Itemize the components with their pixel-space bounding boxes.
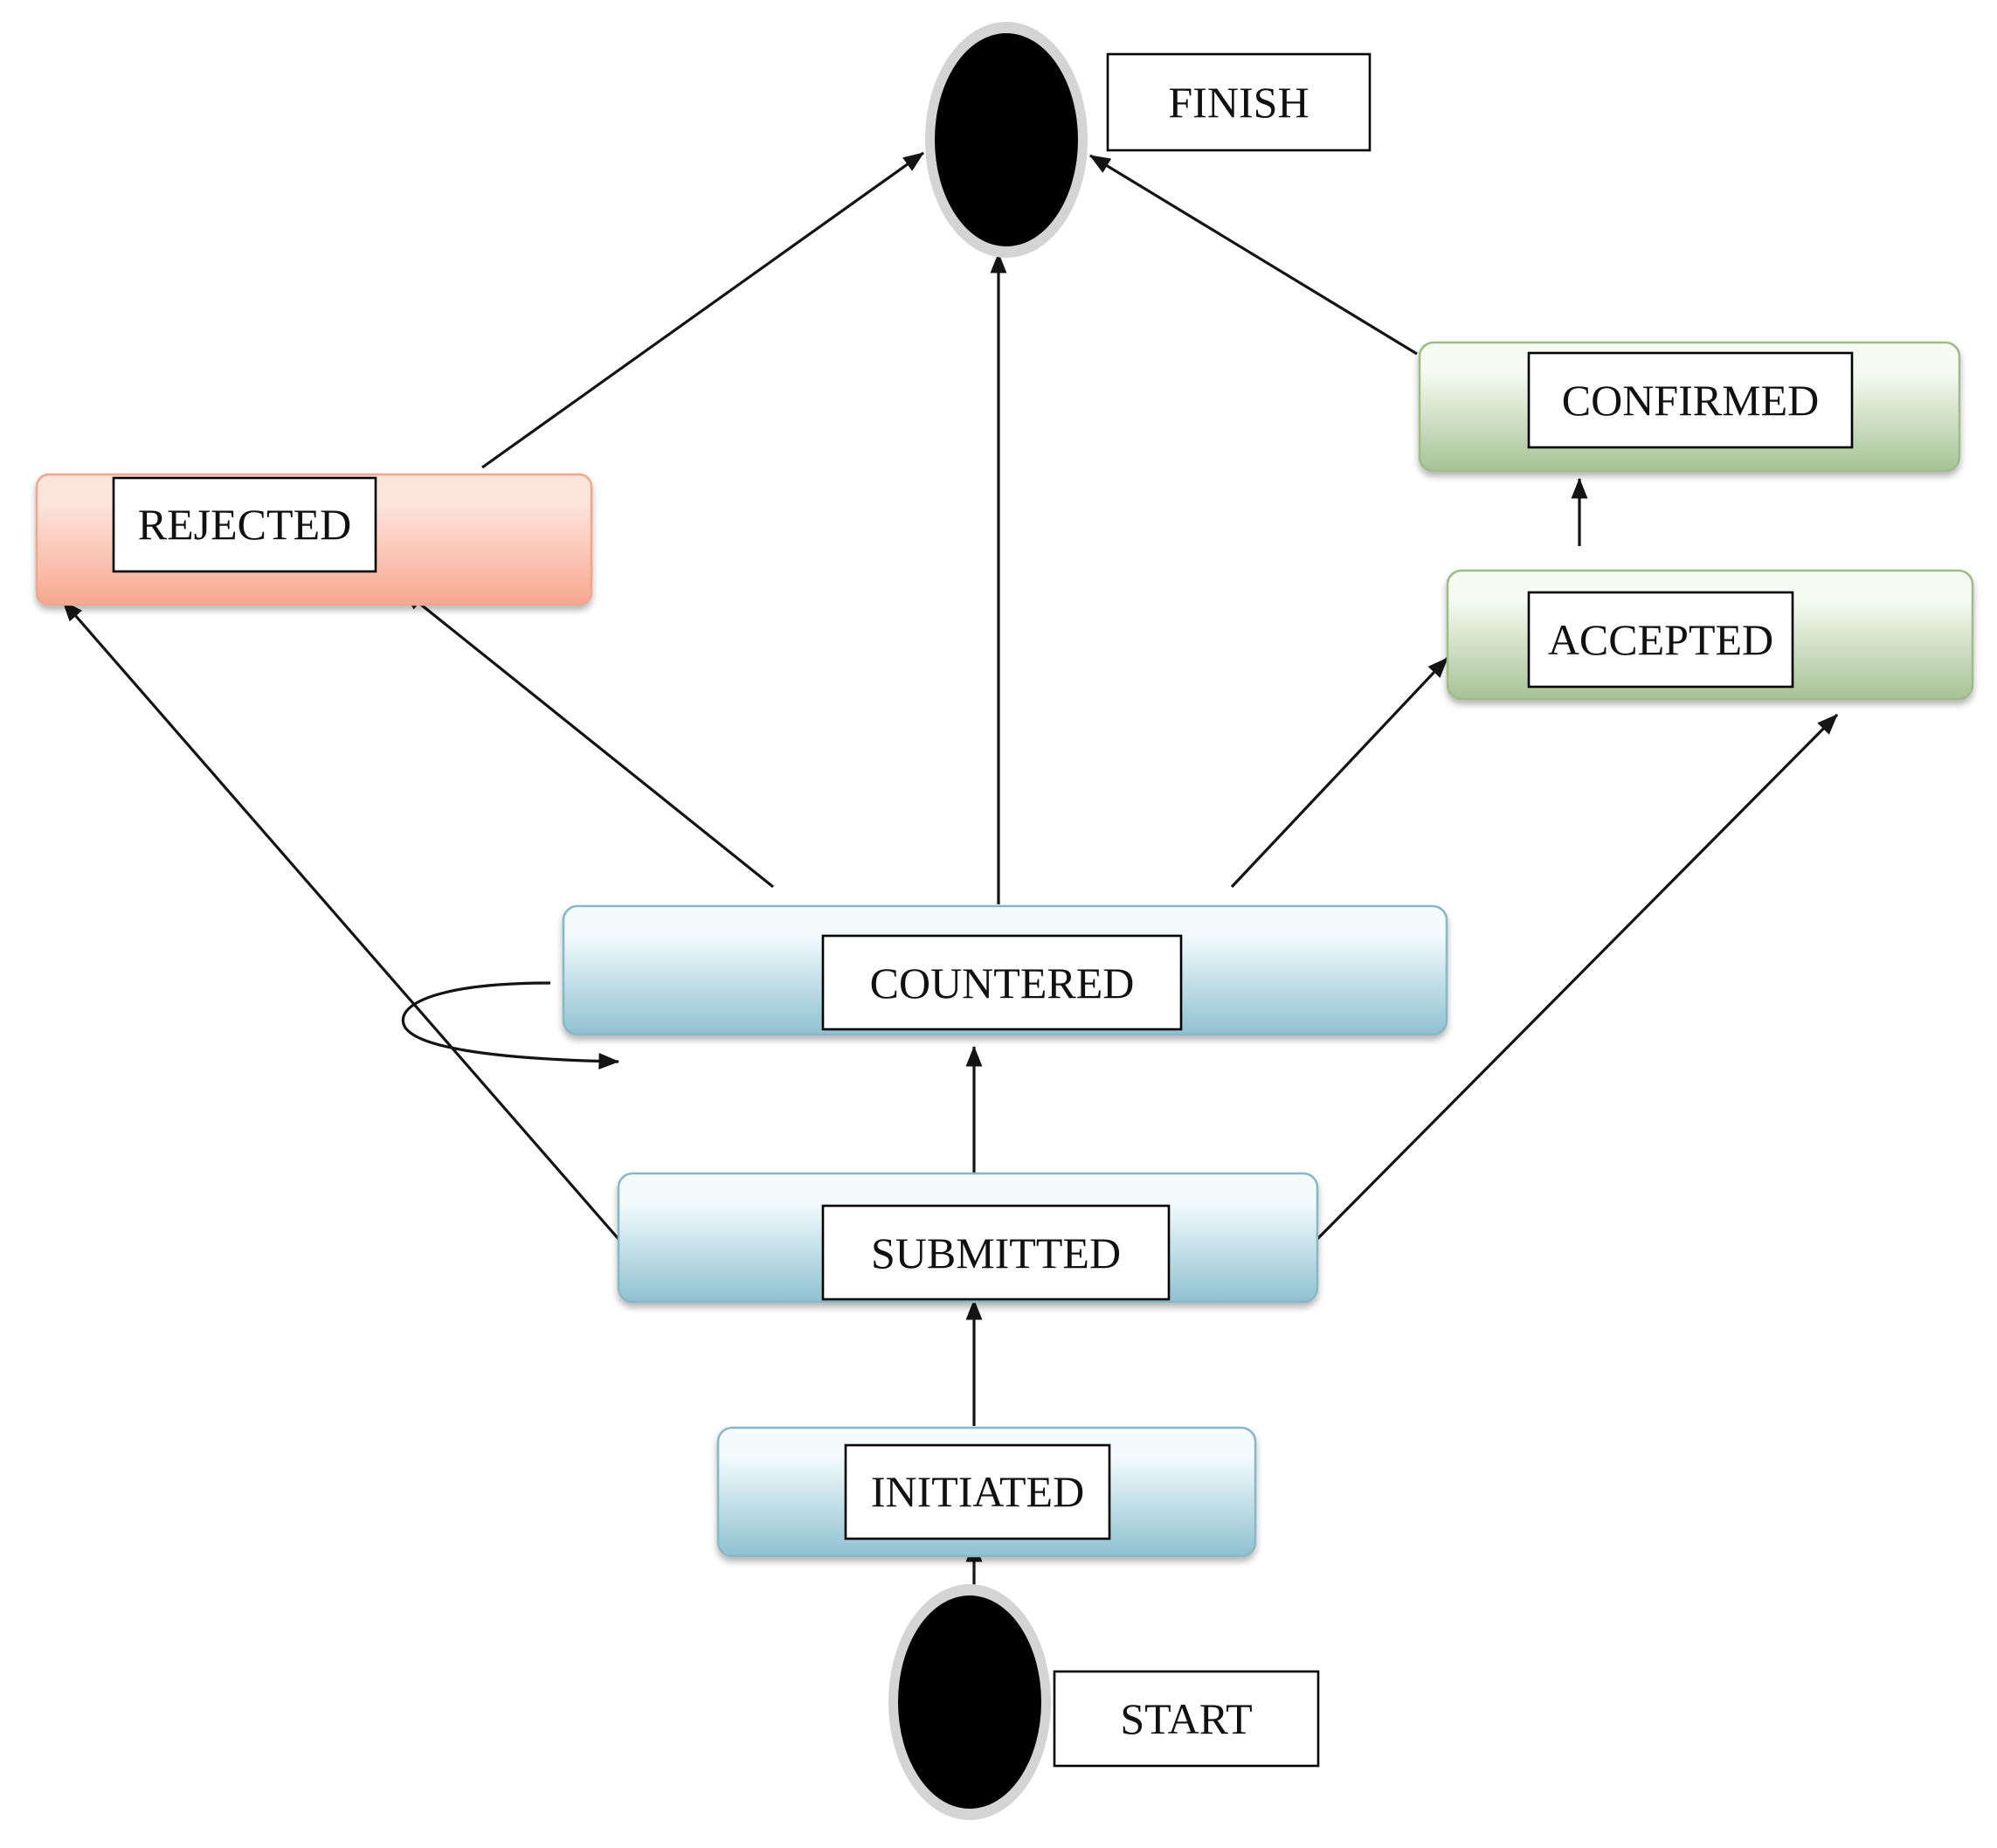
label-confirmed: CONFIRMED <box>1527 351 1854 449</box>
edge-countered-to-accepted <box>1230 656 1449 889</box>
edge-countered-to-rejected <box>402 589 775 889</box>
label-submitted-text: SUBMITTED <box>871 1229 1121 1277</box>
pseudo-states <box>888 22 1088 1820</box>
label-rejected: REJECTED <box>112 476 377 573</box>
label-confirmed-text: CONFIRMED <box>1562 376 1819 425</box>
edge-countered-self-loop <box>401 981 620 1070</box>
label-start: START <box>1053 1670 1320 1768</box>
label-rejected-text: REJECTED <box>138 500 351 549</box>
initial-state-node[interactable] <box>888 1584 1051 1820</box>
label-initiated-text: INITIATED <box>871 1467 1084 1516</box>
label-finish-text: FINISH <box>1168 78 1309 127</box>
edge-submitted-to-accepted <box>1316 713 1839 1241</box>
edges <box>61 151 1839 1588</box>
labels: FINISH START CONFIRMED ACCEPTED REJECTED… <box>112 52 1854 1768</box>
edge-submitted-to-rejected <box>61 599 620 1241</box>
label-initiated: INITIATED <box>844 1443 1111 1540</box>
edge-rejected-to-finish <box>481 151 924 469</box>
label-start-text: START <box>1120 1694 1252 1743</box>
label-finish: FINISH <box>1106 52 1372 152</box>
label-accepted: ACCEPTED <box>1527 591 1794 689</box>
label-submitted: SUBMITTED <box>821 1204 1171 1301</box>
label-countered-text: COUNTERED <box>870 959 1135 1007</box>
final-state-node[interactable] <box>925 22 1088 258</box>
label-accepted-text: ACCEPTED <box>1548 615 1773 664</box>
edge-confirmed-to-finish <box>1088 154 1418 356</box>
label-countered: COUNTERED <box>821 934 1183 1031</box>
